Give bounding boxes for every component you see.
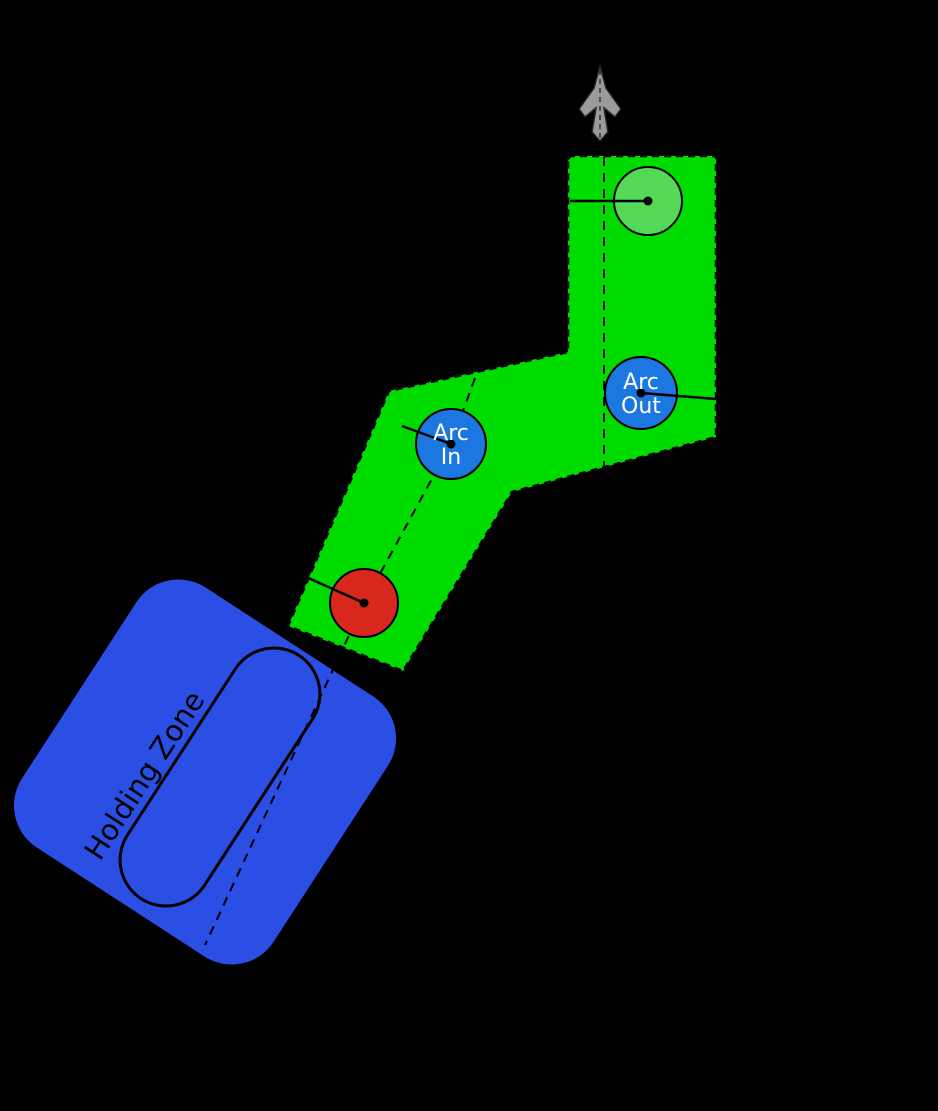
aircraft-icon xyxy=(578,63,622,143)
entry-fix-center-dot xyxy=(643,196,653,206)
arc-in-center-dot xyxy=(446,439,456,449)
holding-entry-leader-line xyxy=(305,575,365,605)
arc-in-leader-line xyxy=(401,424,452,446)
approach-segment xyxy=(565,124,604,162)
holding-pattern-track xyxy=(118,646,322,908)
arc-in-label-line1: Arc xyxy=(433,421,469,446)
arc-in-label-line2: In xyxy=(441,445,461,470)
holding-entry-center-dot xyxy=(359,598,369,608)
arc-out-center-dot xyxy=(636,388,646,398)
holding-zone-area xyxy=(13,579,397,965)
route-corridor xyxy=(286,154,718,673)
arc-out-label-line1: Arc xyxy=(623,370,659,395)
arc-out-leader-line xyxy=(640,391,717,401)
arc-out-label-line2: Out xyxy=(621,394,661,419)
